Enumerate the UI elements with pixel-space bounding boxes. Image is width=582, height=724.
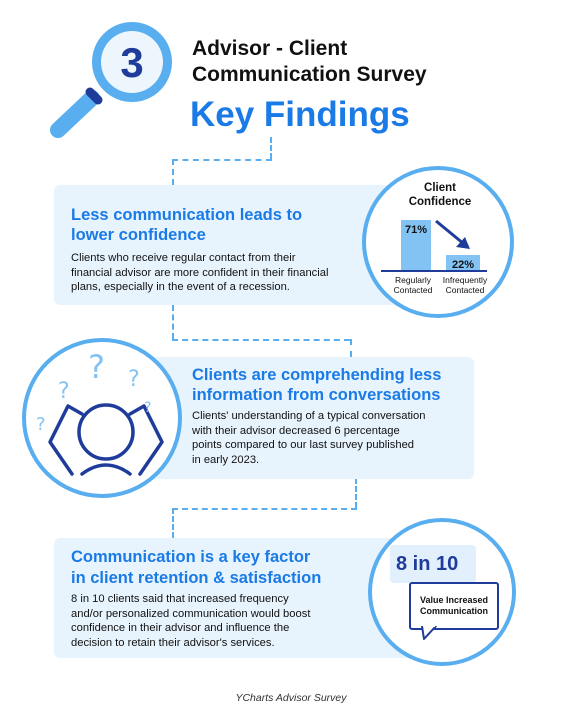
chart-value-label: 22%	[451, 258, 475, 271]
finding-title-line-2: in client retention & satisfaction	[71, 569, 322, 587]
confused-person-circle	[22, 338, 182, 498]
chart-category-label: Regularly Contacted	[393, 275, 433, 295]
survey-title-line-1: Advisor - Client	[192, 37, 348, 60]
finding-body: Clients who receive regular contact from…	[71, 252, 329, 293]
finding-title-line-2: information from conversations	[192, 386, 441, 404]
chart-bar-infrequently-contacted	[446, 254, 480, 270]
source-footer: YCharts Advisor Survey	[235, 692, 347, 704]
confidence-chart-circle	[362, 166, 514, 318]
finding-title-line-1: Clients are comprehending less	[192, 366, 442, 384]
connector	[270, 137, 272, 159]
finding-body: Clients' understanding of a typical conv…	[192, 410, 426, 466]
magnifier-icon: 3	[50, 22, 172, 138]
survey-title-line-2: Communication Survey	[192, 63, 427, 86]
connector	[172, 159, 174, 185]
decline-arrow-icon	[435, 219, 470, 249]
question-mark-icon: ?	[144, 400, 151, 416]
connector	[172, 508, 174, 538]
connector	[355, 478, 357, 508]
connector	[172, 508, 357, 510]
confused-person-icon: ? ? ? ? ?	[36, 348, 164, 476]
chart-title: Client Confidence	[408, 182, 472, 208]
finding-body: 8 in 10 clients said that increased freq…	[71, 593, 311, 649]
chart-bar-regularly-contacted	[401, 220, 431, 270]
stat-highlight	[390, 545, 476, 583]
question-mark-icon: ?	[36, 414, 46, 435]
finding-title-line-2: lower confidence	[71, 226, 206, 244]
connector	[172, 305, 174, 339]
connector	[172, 159, 272, 161]
page-title: Key Findings	[190, 95, 410, 134]
question-mark-icon: ?	[58, 379, 70, 404]
connector	[350, 339, 352, 357]
finding-number: 3	[120, 39, 143, 86]
question-mark-icon: ?	[128, 367, 140, 392]
finding-title-line-1: Less communication leads to	[71, 206, 303, 224]
finding-title-line-1: Communication is a key factor	[71, 548, 311, 566]
question-mark-icon: ?	[88, 348, 105, 386]
speech-bubble-tail-icon	[421, 626, 437, 640]
stat-value: 8 in 10	[396, 553, 459, 575]
connector	[172, 339, 350, 341]
speech-bubble-text: Value Increased Communication	[419, 595, 489, 616]
chart-category-label: Infrequently Contacted	[442, 275, 488, 295]
speech-bubble	[409, 582, 499, 630]
chart-value-label: 71%	[404, 224, 428, 237]
finding-card-2: Clients are comprehending less informati…	[130, 357, 474, 479]
chart-baseline	[381, 270, 487, 272]
